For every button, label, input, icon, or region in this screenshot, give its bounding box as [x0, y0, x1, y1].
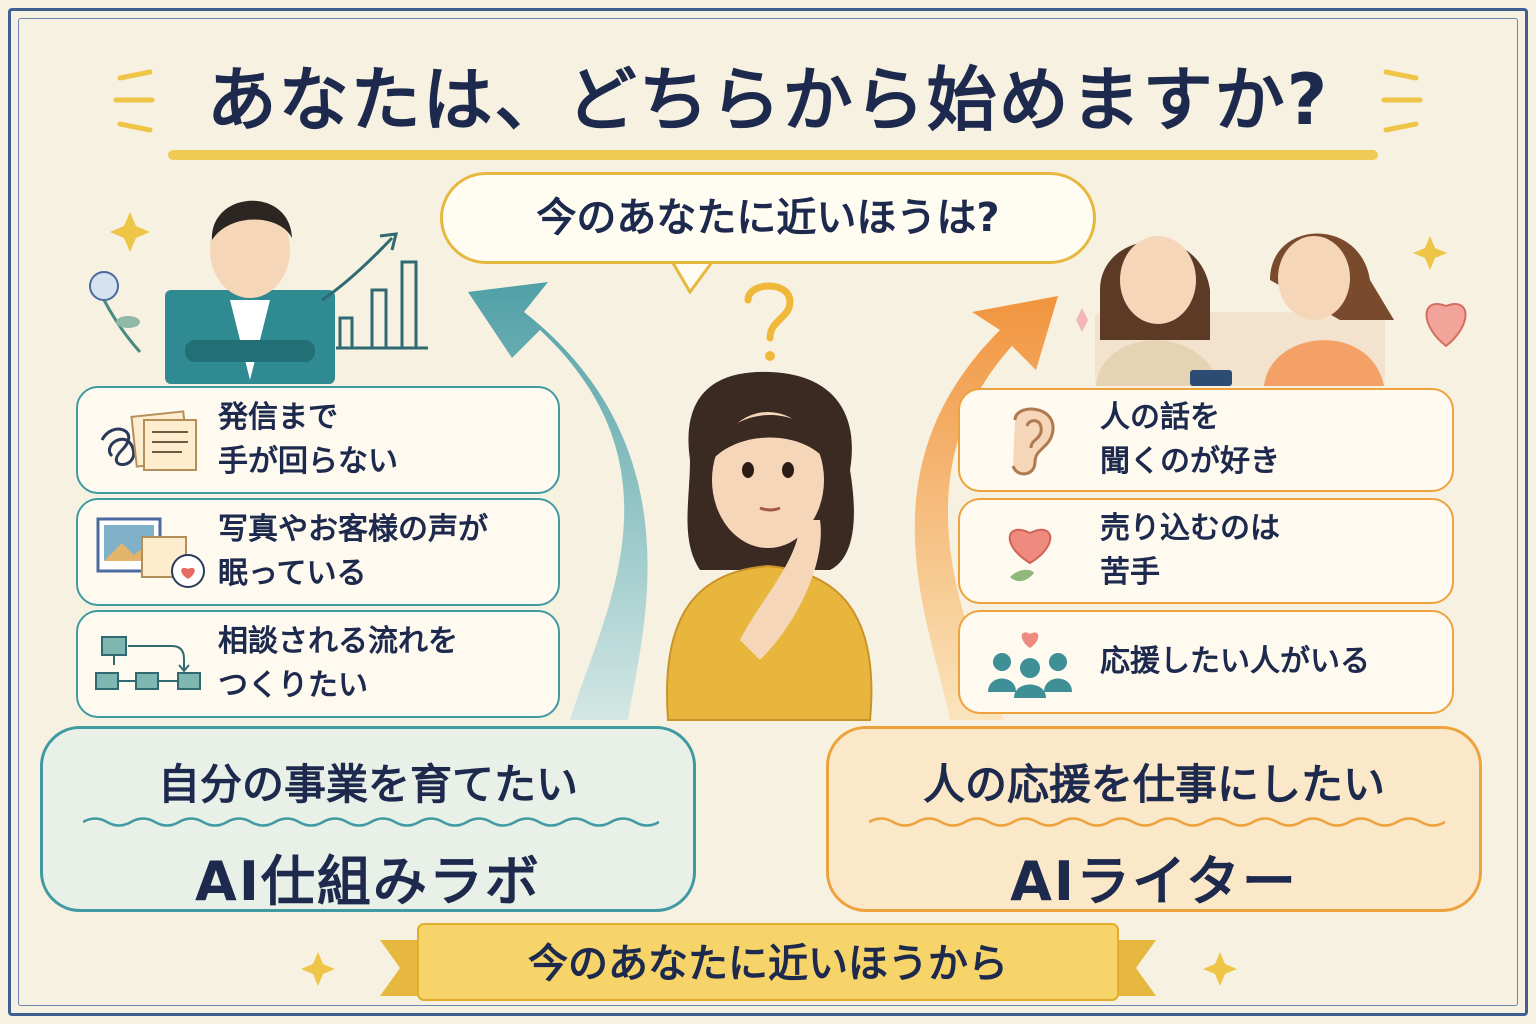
question-bubble: 今のあなたに近いほうは?: [440, 172, 1096, 264]
teal-arrow: [468, 282, 648, 720]
rising-chart-icon: [321, 232, 428, 350]
footer-ribbon-text: 今のあなたに近いほうから: [528, 941, 1008, 987]
heart-icon: [1425, 303, 1467, 348]
right-goal-text: 人の応援を仕事にしたい: [922, 760, 1385, 809]
inner-frame: [18, 18, 1518, 1006]
ear-icon: [960, 390, 1100, 490]
thinking-woman-illustration: [666, 371, 873, 721]
heart-leaf-icon: [960, 500, 1100, 602]
left-service-name: AI仕組みラボ: [195, 850, 541, 913]
left-card-3-text: 相談される流れを つくりたい: [218, 624, 458, 703]
people-heart-icon: [960, 612, 1100, 712]
title-underline: [168, 150, 1378, 160]
left-goal-text: 自分の事業を育てたい: [157, 760, 578, 809]
outer-frame: [8, 8, 1528, 1016]
orange-arrow: [914, 296, 1058, 720]
left-card-2-text: 写真やお客様の声が 眠っている: [218, 512, 488, 591]
wave-divider: [83, 817, 659, 827]
title-flourishes: [113, 69, 1423, 133]
right-card-2-text: 売り込むのは 苦手: [1100, 511, 1280, 590]
right-goal-panel: 人の応援を仕事にしたい AIライター: [826, 726, 1482, 913]
photos-heart-icon: [78, 500, 218, 604]
left-card-1-text: 発信まで 手が回らない: [218, 400, 398, 479]
sparkle-icon: [1076, 308, 1088, 332]
right-card-2: 売り込むのは 苦手: [958, 498, 1454, 604]
flowchart-icon: [78, 612, 218, 716]
right-card-1: 人の話を 聞くのが好き: [958, 388, 1454, 492]
businessman-illustration: [165, 200, 335, 384]
footer-ribbon: [380, 923, 1156, 1001]
left-goal-panel: 自分の事業を育てたい AI仕組みラボ: [40, 726, 696, 913]
tangled-notes-icon: [78, 388, 218, 492]
right-service-name: AIライター: [1010, 850, 1298, 913]
left-card-3: 相談される流れを つくりたい: [76, 610, 560, 718]
page-title: あなたは、どちらから始めますか?: [206, 59, 1330, 141]
right-card-3-text: 応援したい人がいる: [1100, 644, 1370, 679]
question-mark-icon: [744, 282, 794, 361]
right-card-3: 応援したい人がいる: [958, 610, 1454, 714]
right-card-1-text: 人の話を 聞くのが好き: [1100, 400, 1280, 479]
wave-divider: [869, 817, 1445, 827]
left-card-1: 発信まで 手が回らない: [76, 386, 560, 494]
left-card-2: 写真やお客様の声が 眠っている: [76, 498, 560, 606]
two-women-talking-illustration: [1095, 233, 1394, 386]
flower-icon: [89, 271, 142, 354]
